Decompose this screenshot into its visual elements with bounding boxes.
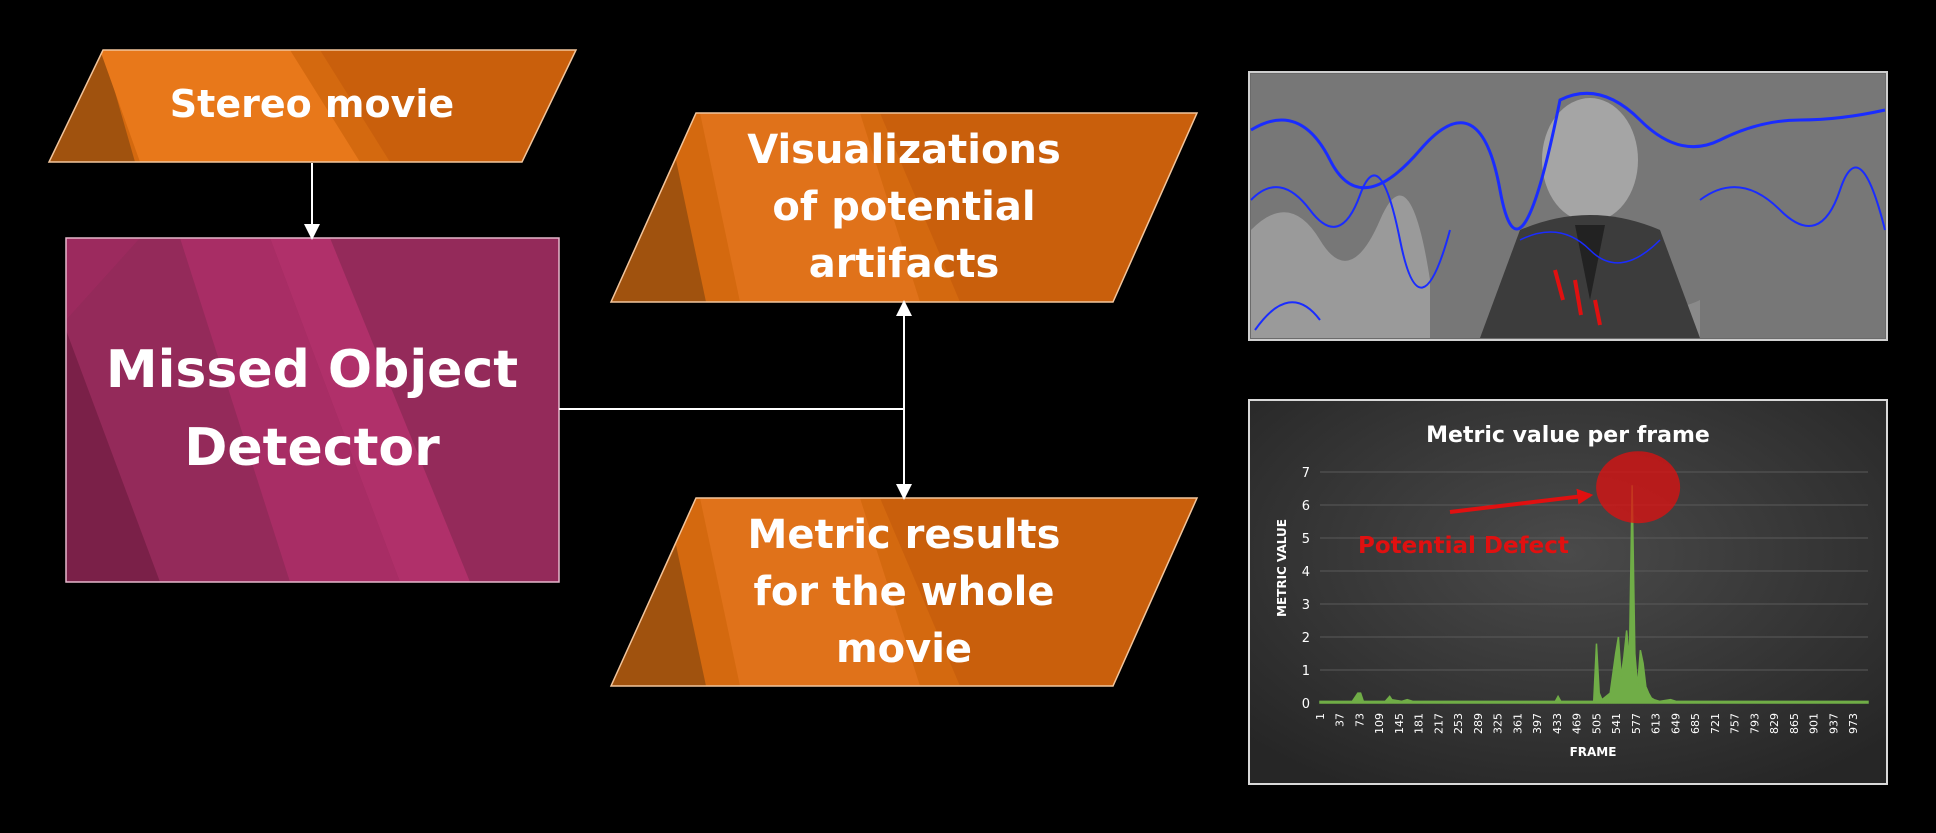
x-tick-label: 613: [1650, 713, 1663, 734]
defect-pointer-arrow: [1449, 488, 1594, 514]
segmented-frame-image: [1248, 71, 1888, 341]
visualizations-label-line2: of potential: [772, 184, 1035, 230]
x-tick-label: 433: [1551, 713, 1564, 734]
x-tick-label: 145: [1393, 713, 1406, 734]
x-tick-label: 793: [1748, 713, 1761, 734]
chart-title: Metric value per frame: [1426, 423, 1710, 448]
x-tick-label: 721: [1709, 713, 1722, 734]
y-tick-label: 5: [1302, 532, 1310, 547]
x-tick-label: 973: [1847, 713, 1860, 734]
y-tick-label: 2: [1302, 631, 1310, 646]
x-tick-label: 37: [1334, 713, 1347, 727]
chart-x-ticks: 1 37 73 109 145 181 217 253 289 325 361 397 433 469 50…: [1314, 713, 1860, 734]
y-tick-label: 1: [1302, 664, 1310, 679]
y-tick-label: 3: [1302, 598, 1310, 613]
x-tick-label: 901: [1808, 713, 1821, 734]
stereo-movie-input: Stereo movie: [47, 49, 578, 163]
x-tick-label: 217: [1432, 713, 1445, 734]
chart-y-ticks: 0 1 2 3 4 5 6 7: [1302, 466, 1310, 712]
x-tick-label: 361: [1511, 713, 1524, 734]
chart-grid: [1320, 471, 1868, 704]
x-tick-label: 253: [1452, 713, 1465, 734]
x-tick-label: 1: [1314, 713, 1327, 720]
y-tick-label: 6: [1302, 499, 1310, 514]
x-tick-label: 757: [1729, 713, 1742, 734]
x-tick-label: 937: [1827, 713, 1840, 734]
x-tick-label: 289: [1472, 713, 1485, 734]
metric-results-output: Metric results for the whole movie: [609, 497, 1199, 687]
y-tick-label: 0: [1302, 697, 1310, 712]
x-tick-label: 541: [1610, 713, 1623, 734]
x-tick-label: 181: [1413, 713, 1426, 734]
detector-label-line1: Missed Object: [106, 340, 518, 400]
visualizations-label-line3: artifacts: [809, 241, 1000, 287]
defect-annotation: Potential Defect: [1358, 533, 1569, 559]
metric-results-label-line1: Metric results: [748, 512, 1061, 558]
visualizations-label-line1: Visualizations: [747, 127, 1061, 173]
x-tick-label: 73: [1353, 713, 1366, 727]
x-tick-label: 865: [1788, 713, 1801, 734]
x-tick-label: 469: [1571, 713, 1584, 734]
defect-highlight-circle: [1596, 451, 1681, 524]
x-tick-label: 397: [1531, 713, 1544, 734]
metric-results-label-line2: for the whole: [754, 569, 1055, 615]
y-tick-label: 7: [1302, 466, 1310, 481]
x-tick-label: 649: [1669, 713, 1682, 734]
missed-object-detector: Missed Object Detector: [65, 237, 560, 583]
x-tick-label: 685: [1689, 713, 1702, 734]
x-tick-label: 829: [1768, 713, 1781, 734]
visualizations-output: Visualizations of potential artifacts: [609, 112, 1199, 303]
x-tick-label: 577: [1630, 713, 1643, 734]
chart-frame: [1248, 399, 1888, 785]
chart-series-area: [1319, 485, 1869, 704]
chart-x-axis-label: FRAME: [1570, 745, 1617, 759]
y-tick-label: 4: [1302, 565, 1310, 580]
metric-results-label-line3: movie: [836, 626, 972, 672]
stereo-movie-label: Stereo movie: [170, 82, 454, 126]
detector-label-line2: Detector: [184, 418, 440, 478]
x-tick-label: 325: [1492, 713, 1505, 734]
chart-y-axis-label: METRIC VALUE: [1275, 519, 1289, 617]
x-tick-label: 109: [1373, 713, 1386, 734]
x-tick-label: 505: [1590, 713, 1603, 734]
